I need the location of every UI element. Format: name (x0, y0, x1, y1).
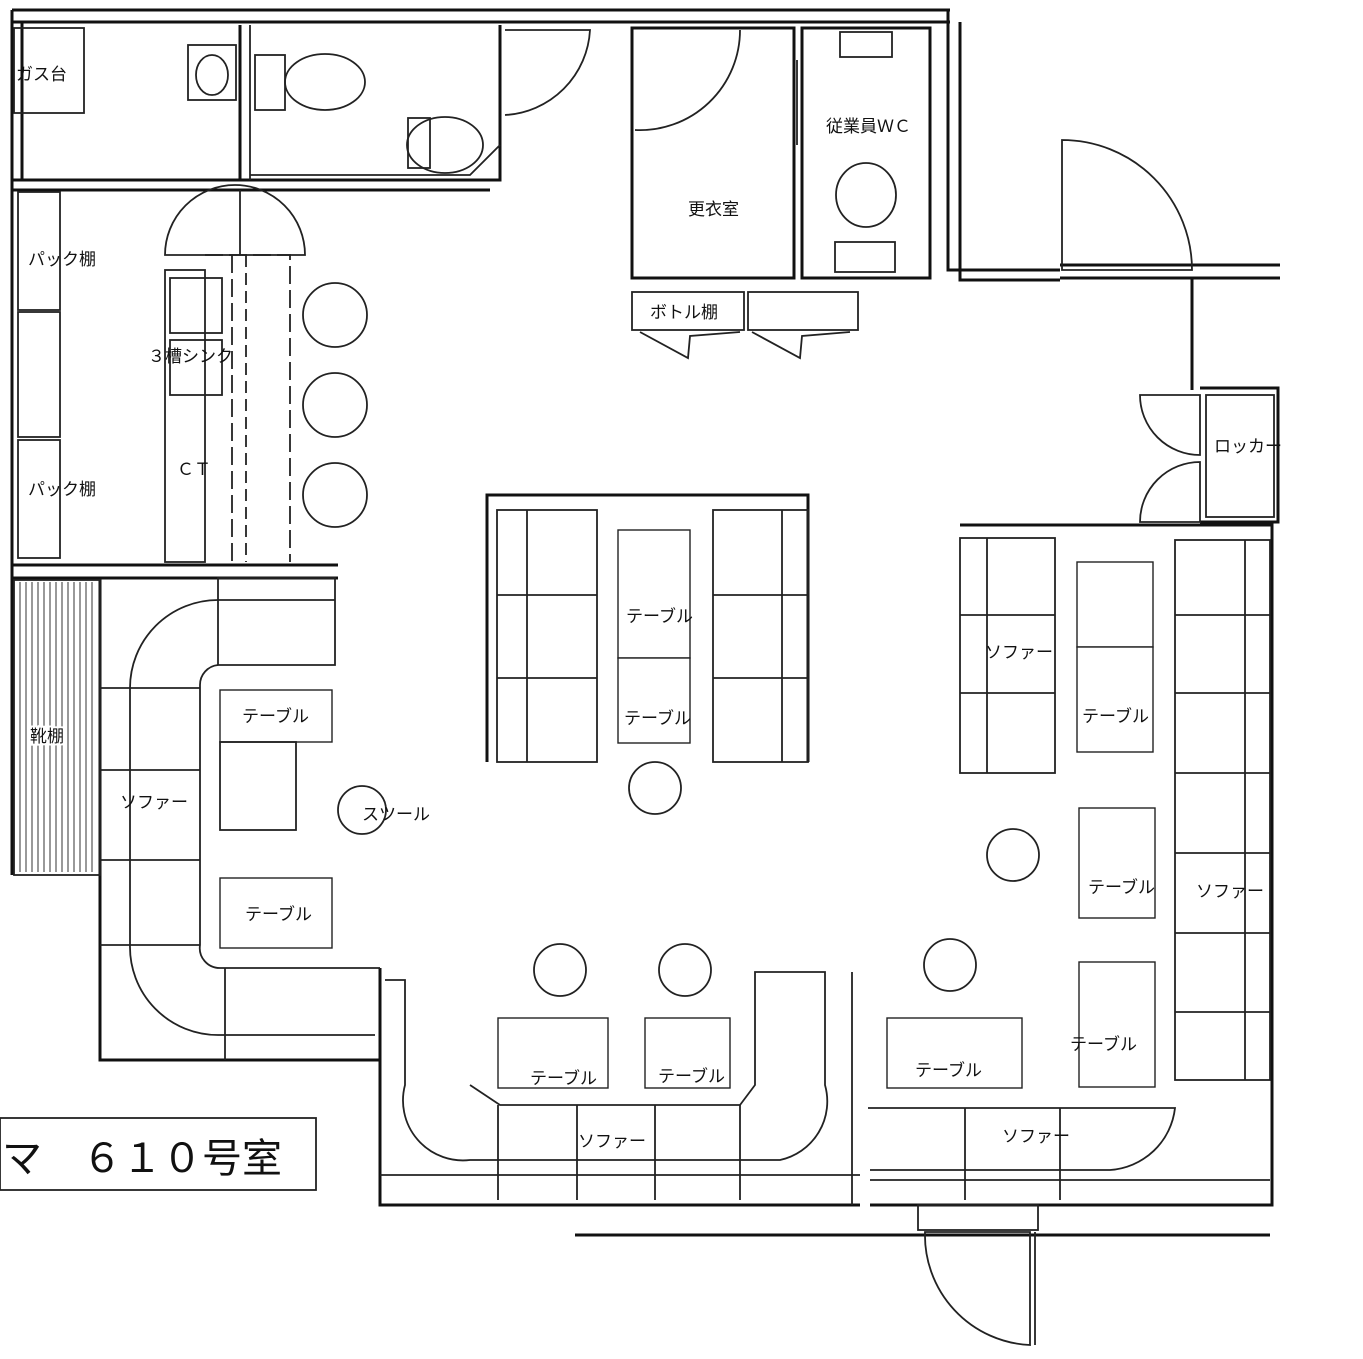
table-left-2 (219, 877, 333, 949)
sofa-bottom-2-label: ソファー (1002, 1127, 1070, 1147)
right-booth: ソファー テーブル ソファー テーブル テーブル (959, 537, 1271, 1088)
table-bottom-1 (497, 1017, 609, 1089)
table-right-1 (1076, 646, 1154, 753)
bottom-booths: ソファー テーブル テーブル ソファー テーブル (380, 938, 1270, 1205)
table-bottom-2 (644, 1017, 731, 1089)
toilet-icon (284, 53, 366, 111)
pack-shelf-1 (17, 191, 61, 311)
table-bottom-3 (886, 1017, 1023, 1089)
pack-shelf-1-label: パック棚 (28, 250, 96, 270)
table-left-1 (219, 689, 333, 743)
stool (337, 785, 387, 835)
sofa-right-top-label: ソファー (985, 643, 1053, 663)
sink3-label: ３槽シンク (148, 347, 233, 367)
sofa-bottom-1-label: ソファー (578, 1132, 646, 1152)
dressing-room (630, 26, 796, 280)
hand-sink (187, 44, 237, 101)
table-right-2 (1078, 807, 1156, 919)
left-booth: ソファー テーブル テーブル (100, 577, 380, 1060)
bar-stool (302, 462, 368, 528)
table-left-2-label: テーブル (245, 904, 312, 925)
table-bottom-3-label: テーブル (915, 1060, 982, 1081)
stool (533, 943, 587, 997)
table-right-3 (1078, 961, 1156, 1088)
bar-stools (302, 282, 368, 528)
locker: ロッカー (1139, 394, 1282, 523)
shoe-shelf (13, 579, 101, 876)
dressing-room-label: 更衣室 (688, 200, 739, 220)
bottle-shelf (631, 291, 745, 331)
table-center-1-label: テーブル (626, 606, 693, 627)
staff-area: 更衣室 従業員ＷＣ ボトル棚 (630, 26, 932, 360)
dressing-door-icon (634, 29, 741, 131)
caption-box (0, 1117, 317, 1191)
table-bottom-2-label: テーブル (658, 1066, 725, 1087)
table-center-2-label: テーブル (624, 708, 691, 729)
locker-door-top-icon (1139, 394, 1201, 456)
stool-label: スツール (362, 805, 430, 825)
table-right-2-label: テーブル (1088, 877, 1155, 898)
bar-stool (302, 372, 368, 438)
kitchen: ガス台 パック棚 パック棚 ３槽シンク ＣＴ 靴棚 (13, 25, 306, 876)
counter-label: ＣＴ (177, 460, 211, 480)
gas-stove-label: ガス台 (16, 65, 67, 85)
stool (986, 828, 1040, 882)
table-bottom-1-label: テーブル (530, 1068, 597, 1089)
table-right-3-label: テーブル (1070, 1034, 1137, 1055)
kitchen-door-icon (164, 184, 306, 256)
sofa-left-label: ソファー (120, 793, 188, 813)
shoe-shelf-hatch (19, 582, 93, 872)
bottom-door (917, 1204, 1039, 1346)
stool (923, 938, 977, 992)
table-left-1-label: テーブル (242, 706, 309, 727)
table-right-1-label: テーブル (1082, 706, 1149, 727)
room-caption: マ ６１０号室 (2, 1136, 282, 1182)
counter (164, 269, 206, 563)
hand-sink-bowl-icon (195, 54, 229, 96)
shoe-shelf-label: 靴棚 (30, 727, 64, 747)
staff-wc-label: 従業員ＷＣ (826, 117, 911, 137)
table-center-2 (617, 657, 691, 744)
gas-stove (13, 27, 85, 114)
entrance-door-icon (1061, 139, 1193, 271)
stool (658, 943, 712, 997)
urinal-icon (406, 116, 484, 174)
toilet-tank-icon (254, 54, 286, 111)
bar-stool (302, 282, 368, 348)
bottom-door-icon (924, 1231, 1031, 1346)
table-center-1 (617, 529, 691, 659)
locker-door-bottom-icon (1139, 461, 1201, 523)
pack-shelf-2-label: パック棚 (28, 480, 96, 500)
pack-shelf-2 (17, 439, 61, 559)
bottle-shelf-label: ボトル棚 (650, 303, 718, 323)
locker-label: ロッカー (1214, 437, 1282, 457)
stool (628, 761, 682, 815)
staff-toilet-icon (835, 162, 897, 228)
sofa-right-side-label: ソファー (1196, 882, 1264, 902)
restroom-door-icon (504, 29, 591, 116)
restroom (250, 29, 591, 176)
staff-wc (800, 26, 932, 280)
center-booth: テーブル テーブル (485, 493, 810, 815)
